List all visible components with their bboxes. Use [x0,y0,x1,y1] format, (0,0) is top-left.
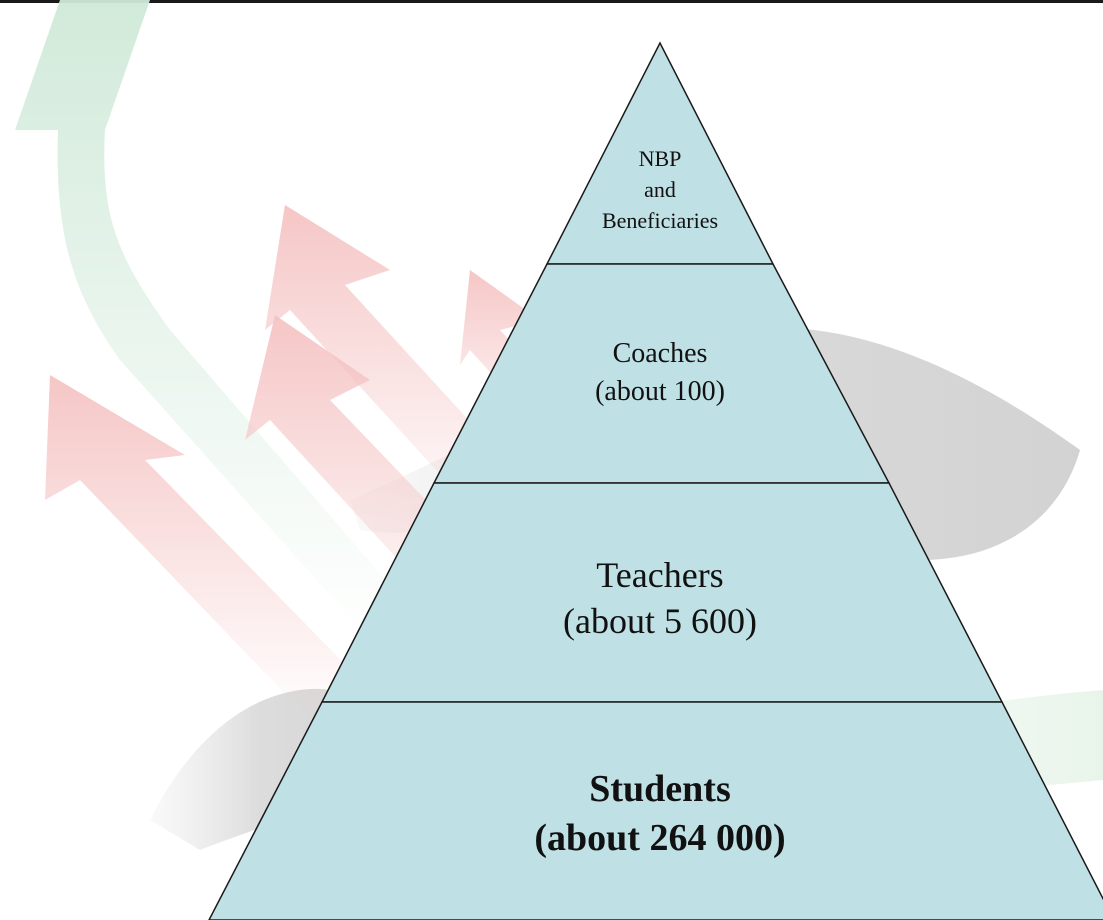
level-label-line: (about 264 000) [534,817,786,859]
level-label-coaches: Coaches (about 100) [530,335,790,411]
level-label-nbp: NBP and Beneficiaries [560,143,760,236]
level-label-teachers: Teachers (about 5 600) [500,552,820,644]
level-label-line: (about 5 600) [563,601,757,641]
level-label-line: NBP [638,146,682,171]
level-label-line: (about 100) [595,376,725,407]
level-label-line: and [644,177,676,202]
level-label-line: Coaches [612,338,708,369]
level-label-line: Teachers [596,555,724,595]
green-arrow [15,0,420,640]
level-label-students: Students (about 264 000) [470,765,850,863]
level-label-line: Students [589,768,731,810]
level-label-line: Beneficiaries [601,208,719,233]
pyramid-level-students [208,701,1103,920]
pyramid [208,41,1103,920]
top-border [0,0,1103,3]
red-arrow-1 [45,375,380,720]
